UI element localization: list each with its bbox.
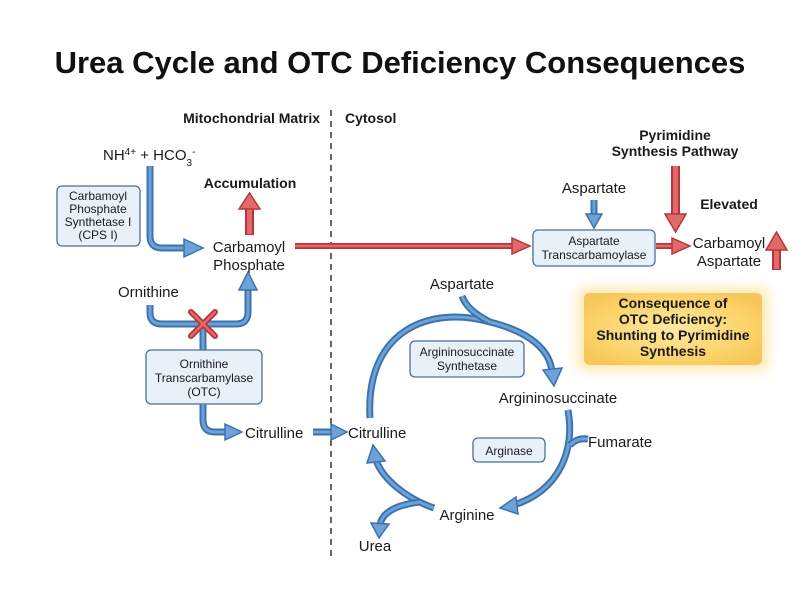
aspartate-cycle-label: Aspartate [430,276,494,293]
arrow-aspartate-into-cycle [458,294,492,326]
ornithine-label: Ornithine [118,284,179,301]
consequence-line-3: Shunting to Pyrimidine [596,327,749,343]
aspartate-top-label: Aspartate [562,180,626,197]
svg-text:Argininosuccinate: Argininosuccinate [420,345,515,359]
arrow-citrulline-to-argininosuccinate [366,313,564,419]
arrow-argininosuccinate-to-arginine [498,409,574,516]
citrulline-mito-label: Citrulline [245,425,303,442]
arrow-nh4-to-carbamoyl-phosphate [146,166,205,259]
accumulation-up-arrow-icon [237,191,262,235]
urea-label: Urea [359,538,392,555]
fumarate-label: Fumarate [588,434,652,451]
arrow-fumarate-release [567,435,589,448]
carbamoyl-aspartate-label: Carbamoyl [693,235,766,252]
elevated-label: Elevated [700,196,758,212]
pyrimidine-pathway-label: Pyrimidine [639,127,711,143]
svg-text:Ornithine: Ornithine [180,357,229,371]
svg-text:Arginase: Arginase [485,444,533,458]
argininosuccinate-synthetase-box: Argininosuccinate Synthetase [409,340,525,378]
arrow-aspartate-to-atc [584,200,604,230]
pyrimidine-down-arrow-icon [663,166,688,234]
mitochondrial-matrix-label: Mitochondrial Matrix [183,110,320,126]
citrulline-cyto-label: Citrulline [348,425,406,442]
carbamoyl-aspartate-label-2: Aspartate [697,253,761,270]
svg-text:Phosphate: Phosphate [69,202,127,216]
accumulation-label: Accumulation [204,175,297,191]
nh4-hco3-label: NH4+ + HCO3- [103,147,195,169]
elevated-up-arrow-icon [764,230,789,270]
arginase-box: Arginase [472,437,546,463]
svg-text:Transcarbamylase: Transcarbamylase [155,371,254,385]
arrow-carbamoyl-phosphate-to-atc [295,236,532,256]
arrow-arginine-to-citrulline [365,443,436,512]
carbamoyl-phosphate-label-2: Phosphate [213,257,285,274]
svg-text:(CPS I): (CPS I) [78,228,117,242]
carbamoyl-phosphate-label: Carbamoyl [213,239,286,256]
pyrimidine-pathway-label-2: Synthesis Pathway [612,143,739,159]
otc-enzyme-box: Ornithine Transcarbamylase (OTC) [145,349,263,405]
arrow-atc-to-carbamoyl-aspartate [656,236,692,256]
cytosol-label: Cytosol [345,110,396,126]
red-x-icon [188,309,218,339]
svg-text:Synthetase I: Synthetase I [65,215,132,229]
arginine-label: Arginine [439,507,494,524]
arrow-otc-to-citrulline [199,404,244,442]
consequence-line-4: Synthesis [640,343,706,359]
arrow-arginine-to-urea [369,498,421,540]
cps1-enzyme-box: Carbamoyl Phosphate Synthetase I (CPS I) [56,185,141,247]
svg-text:Carbamoyl: Carbamoyl [69,189,127,203]
arrow-citrulline-transport [313,422,349,442]
atc-enzyme-box: Aspartate Transcarbamoylase [532,229,656,267]
svg-text:(OTC): (OTC) [187,385,220,399]
consequence-line-2: OTC Deficiency: [619,311,727,327]
consequence-line-1: Consequence of [619,295,728,311]
svg-text:Synthetase: Synthetase [437,359,497,373]
svg-text:Aspartate: Aspartate [568,234,620,248]
page-title: Urea Cycle and OTC Deficiency Consequenc… [55,45,746,80]
argininosuccinate-label: Argininosuccinate [499,390,617,407]
consequence-box: Consequence of OTC Deficiency: Shunting … [578,288,768,370]
svg-text:Transcarbamoylase: Transcarbamoylase [542,248,647,262]
